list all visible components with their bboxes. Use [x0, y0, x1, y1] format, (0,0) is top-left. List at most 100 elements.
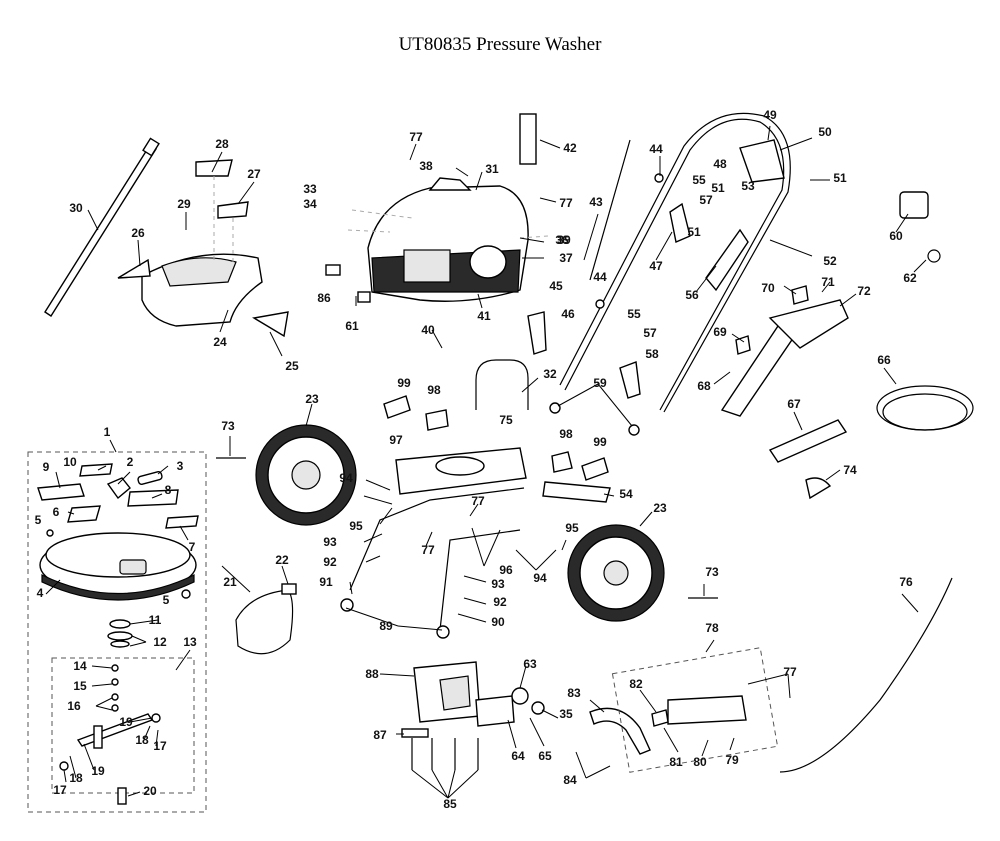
part-number-label: 11	[149, 613, 162, 627]
part-number-label: 67	[787, 397, 801, 411]
part-number-label: 99	[397, 376, 411, 390]
part-number-label: 8	[165, 483, 172, 497]
part-number-label: 94	[339, 471, 353, 485]
part-number-label: 76	[899, 575, 913, 589]
part-number-label: 72	[857, 284, 871, 298]
part-number-label: 71	[821, 275, 835, 289]
leader-lines	[45, 125, 927, 799]
part-number-label: 29	[177, 197, 191, 211]
part-number-label: 50	[818, 125, 832, 139]
part-number-label: 77	[783, 665, 797, 679]
part-number-label: 38	[419, 159, 433, 173]
surface-cleaner-kit	[27, 451, 207, 813]
part-number-label: 36	[555, 233, 569, 247]
part-number-label: 70	[761, 281, 775, 295]
part-number-label: 45	[549, 279, 563, 293]
part-number-label: 37	[559, 251, 573, 265]
part-number-label: 43	[589, 195, 603, 209]
part-number-label: 23	[653, 501, 667, 515]
part-number-label: 31	[485, 162, 499, 176]
part-number-label: 81	[669, 755, 683, 769]
part-number-label: 42	[563, 141, 577, 155]
part-number-label: 12	[153, 635, 167, 649]
part-number-label: 82	[629, 677, 643, 691]
part-number-label: 83	[567, 686, 581, 700]
spray-gun-and-accessories	[720, 191, 974, 773]
part-number-label: 65	[538, 749, 552, 763]
part-number-label: 46	[561, 307, 575, 321]
part-number-label: 33	[303, 182, 317, 196]
part-number-label: 26	[131, 226, 145, 240]
part-number-label: 98	[427, 383, 441, 397]
part-number-label: 95	[565, 521, 579, 535]
part-number-label: 17	[53, 783, 67, 797]
part-number-label: 63	[523, 657, 537, 671]
part-number-label: 30	[69, 201, 83, 215]
part-number-label: 66	[877, 353, 891, 367]
part-number-label: 86	[317, 291, 331, 305]
part-number-label: 73	[705, 565, 719, 579]
part-number-label: 58	[645, 347, 659, 361]
part-number-label: 55	[692, 173, 706, 187]
part-number-label: 22	[275, 553, 289, 567]
part-number-label: 90	[491, 615, 505, 629]
part-number-label: 32	[543, 367, 557, 381]
part-number-label: 49	[763, 108, 777, 122]
part-number-label: 62	[903, 271, 917, 285]
part-number-label: 75	[499, 413, 513, 427]
part-number-label: 87	[373, 728, 387, 742]
part-number-label: 44	[593, 270, 607, 284]
part-number-label: 20	[143, 784, 157, 798]
part-number-label: 77	[421, 543, 435, 557]
part-number-label: 64	[511, 749, 525, 763]
part-number-label: 69	[713, 325, 727, 339]
part-number-label: 39	[557, 233, 571, 247]
part-number-label: 15	[73, 679, 87, 693]
part-number-label: 80	[693, 755, 707, 769]
part-number-label: 23	[305, 392, 319, 406]
part-number-label: 19	[119, 715, 133, 729]
part-number-label: 74	[843, 463, 857, 477]
part-number-label: 59	[593, 376, 607, 390]
part-number-label: 34	[303, 197, 317, 211]
part-number-label: 35	[559, 707, 573, 721]
part-number-label: 19	[91, 764, 105, 778]
frame-and-wheels	[216, 359, 718, 655]
part-number-label: 27	[247, 167, 261, 181]
part-number-label: 84	[563, 773, 577, 787]
part-number-label: 95	[349, 519, 363, 533]
handle-assembly	[527, 112, 791, 436]
part-number-label: 91	[319, 575, 333, 589]
part-number-label: 13	[183, 635, 197, 649]
part-number-label: 73	[221, 419, 235, 433]
part-number-label: 25	[285, 359, 299, 373]
part-number-label: 51	[833, 171, 847, 185]
part-number-label: 85	[443, 797, 457, 811]
part-number-label: 18	[135, 733, 149, 747]
part-number-label: 40	[421, 323, 435, 337]
part-number-label: 48	[713, 157, 727, 171]
part-number-label: 5	[163, 593, 170, 607]
part-number-label: 14	[73, 659, 87, 673]
part-number-label: 53	[741, 179, 755, 193]
part-number-label: 2	[127, 455, 134, 469]
part-number-label: 10	[63, 455, 77, 469]
part-number-label: 96	[499, 563, 513, 577]
part-number-label: 93	[323, 535, 337, 549]
part-number-label: 99	[593, 435, 607, 449]
part-number-label: 77	[559, 196, 573, 210]
part-number-label: 54	[619, 487, 633, 501]
part-number-label: 97	[389, 433, 403, 447]
part-number-label: 98	[559, 427, 573, 441]
part-number-label: 18	[69, 771, 83, 785]
part-number-label: 56	[685, 288, 699, 302]
part-number-label: 79	[725, 753, 739, 767]
shroud-and-lance	[44, 137, 289, 338]
part-number-label: 52	[823, 254, 837, 268]
part-number-label: 3	[177, 459, 184, 473]
part-number-label: 92	[323, 555, 337, 569]
part-number-label: 93	[491, 577, 505, 591]
part-number-label: 57	[699, 193, 713, 207]
